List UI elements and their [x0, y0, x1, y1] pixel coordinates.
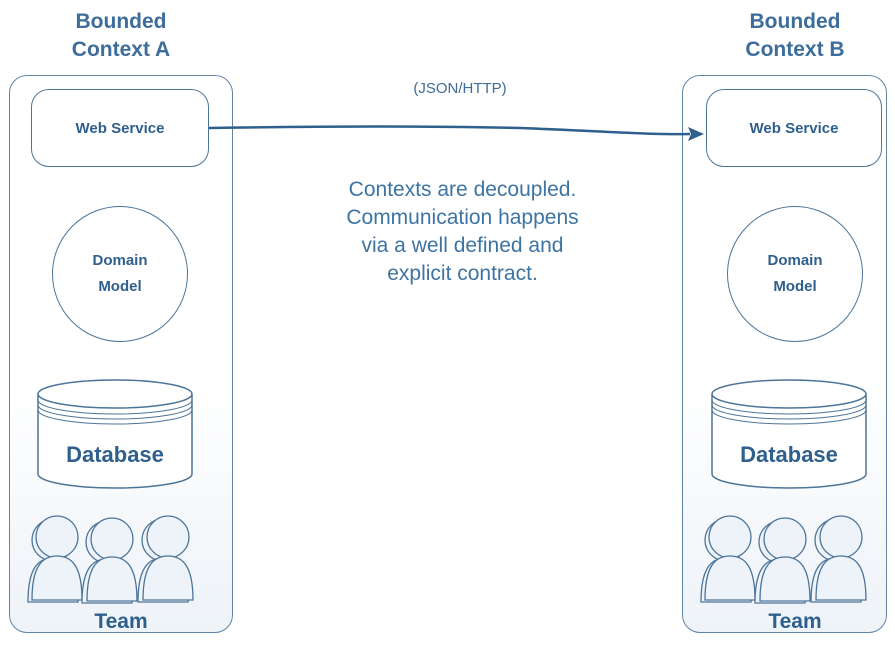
context-a-database-label: Database [66, 442, 164, 467]
note-line: Communication happens [346, 206, 579, 229]
database-cylinder-icon [37, 379, 193, 489]
context-b-team [700, 506, 880, 616]
person-icon [27, 515, 83, 603]
context-b-title: Bounded Context B [745, 10, 845, 61]
person-icon [810, 515, 867, 603]
context-a-title: Bounded Context A [71, 10, 171, 61]
team-icon [700, 515, 867, 604]
arrow-head-icon [688, 127, 704, 141]
context-b-web-service: Web Service [706, 89, 882, 167]
context-a-team [27, 506, 207, 616]
database-cylinder-icon [711, 379, 867, 489]
note-line: Contexts are decoupled. [348, 178, 577, 201]
team-icon [27, 515, 194, 604]
context-a-web-service: Web Service [31, 89, 209, 167]
person-icon [754, 517, 811, 604]
protocol-label: (JSON/HTTP) [413, 80, 507, 97]
person-icon [700, 515, 756, 603]
decoupling-note: Contexts are decoupled. Communication ha… [295, 176, 630, 288]
person-icon [137, 515, 194, 603]
person-icon [81, 517, 138, 604]
context-a-domain-model: Domain Model [52, 206, 188, 342]
context-b-database: Database [711, 374, 867, 489]
note-line: explicit contract. [387, 262, 538, 285]
context-a-team-label: Team [94, 610, 148, 633]
context-b-domain-model: Domain Model [727, 206, 863, 342]
note-line: via a well defined and [361, 234, 564, 257]
context-b-team-label: Team [768, 610, 822, 633]
context-a-database: Database [37, 374, 193, 489]
context-b-database-label: Database [740, 442, 838, 467]
